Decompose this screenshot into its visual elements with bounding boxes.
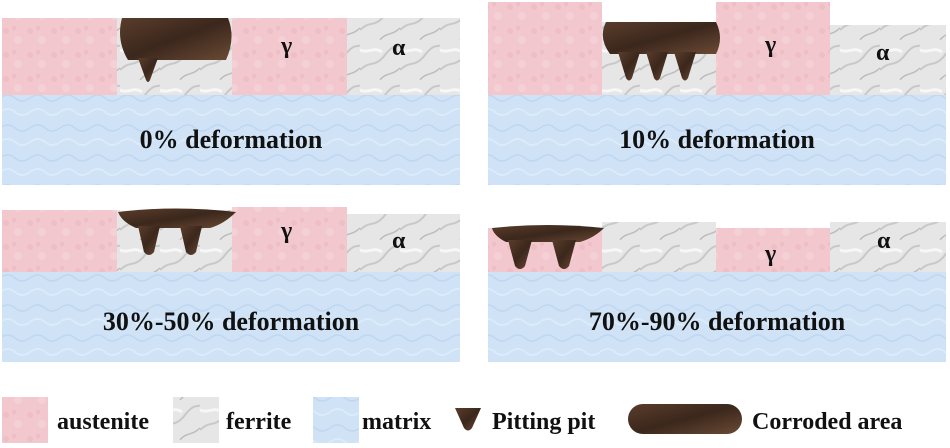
panel-70-90pct: γ α 70%-90% deformation — [488, 222, 946, 362]
legend-corroded-icon — [628, 404, 742, 434]
pitting-pit — [674, 52, 696, 81]
pitting-pit — [618, 52, 640, 81]
pitting-pit — [138, 58, 158, 82]
legend-corroded-label: Corroded area — [752, 409, 902, 435]
pitting-pit — [552, 240, 576, 269]
panel-caption: 30%-50% deformation — [103, 307, 360, 336]
pitting-pit — [138, 226, 160, 255]
corroded-area — [118, 208, 236, 228]
panel-0pct: γ α 0% deformation — [2, 18, 460, 185]
corroded-area — [602, 22, 720, 54]
corroded-area — [492, 225, 604, 242]
gamma-label: γ — [764, 241, 776, 267]
matrix-layer — [488, 272, 946, 362]
ferrite-grain — [347, 18, 460, 95]
austenite-grain — [716, 228, 830, 272]
austenite-grain — [2, 210, 117, 272]
panel-caption: 70%-90% deformation — [589, 307, 846, 336]
matrix-layer — [2, 95, 460, 185]
gamma-label: γ — [280, 218, 292, 244]
ferrite-grain — [602, 222, 716, 272]
panel-caption: 10% deformation — [619, 125, 815, 154]
legend-pit-label: Pitting pit — [492, 409, 595, 435]
ferrite-grain — [347, 214, 460, 272]
legend-matrix-swatch — [313, 397, 359, 443]
ferrite-grain — [830, 222, 946, 272]
matrix-layer — [488, 95, 946, 185]
legend-pit-icon — [455, 408, 481, 431]
pitting-pit — [180, 226, 202, 255]
panel-30-50pct: γ α 30%-50% deformation — [2, 207, 460, 362]
austenite-grain — [232, 207, 347, 272]
legend-ferrite-swatch — [173, 397, 219, 443]
ferrite-grain — [830, 25, 946, 95]
matrix-layer — [2, 272, 460, 362]
corroded-area — [120, 18, 232, 60]
gamma-label: γ — [280, 33, 292, 59]
panel-caption: 0% deformation — [140, 125, 323, 154]
austenite-grain — [488, 2, 602, 95]
alpha-label: α — [876, 40, 890, 66]
austenite-grain — [232, 18, 347, 95]
legend-austenite-swatch — [2, 397, 48, 443]
pitting-pit — [646, 52, 668, 81]
austenite-grain — [2, 18, 117, 95]
austenite-grain — [716, 2, 830, 95]
legend-ferrite-label: ferrite — [226, 409, 292, 435]
legend-austenite-label: austenite — [57, 409, 149, 435]
alpha-label: α — [392, 35, 406, 61]
pitting-pit — [508, 240, 532, 269]
gamma-label: γ — [764, 32, 776, 58]
panel-10pct: γ α 10% deformation — [488, 2, 946, 185]
legend-matrix-label: matrix — [362, 409, 431, 435]
alpha-label: α — [877, 228, 891, 254]
alpha-label: α — [392, 228, 406, 254]
legend: austenite ferrite matrix Pitting pit Cor… — [2, 397, 902, 443]
